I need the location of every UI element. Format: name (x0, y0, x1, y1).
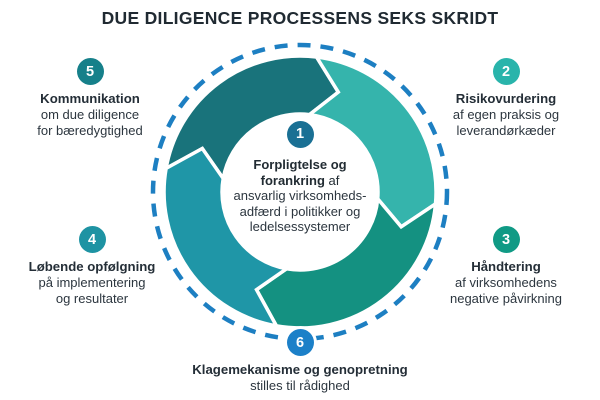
step-5-heading: Kommunikation (40, 91, 140, 106)
step-1-badge: 1 (286, 121, 314, 148)
step-6-line: stilles til rådighed (250, 378, 350, 393)
step-6-heading: Klagemekanisme og genopretning (192, 362, 408, 377)
step-2: 2 Risikovurdering af egen praksis og lev… (422, 58, 590, 139)
step-1-heading-rest: af (324, 172, 340, 188)
step-3-heading: Håndtering (471, 259, 541, 274)
step-4: 4 Løbende opfølgning på implementering o… (8, 226, 176, 307)
step-3-badge: 3 (492, 226, 520, 253)
step-1-heading-line2: forankring af (212, 173, 388, 189)
step-2-line: leverandørkæder (456, 123, 556, 138)
step-3-line: af virksomhedens (455, 275, 557, 290)
cycle-arrow-bottom-left (162, 146, 291, 329)
page-title: DUE DILIGENCE PROCESSENS SEKS SKRIDT (101, 8, 499, 28)
step-1-heading-bold: forankring (260, 172, 325, 188)
step-1-line: ledelsessystemer (249, 219, 351, 234)
step-2-line: af egen praksis og (452, 107, 560, 122)
step-4-badge: 4 (78, 226, 106, 253)
step-6-badge: 6 (286, 329, 314, 356)
step-1: 1 Forpligtelse og forankring af ansvarli… (212, 121, 388, 235)
step-3-line: negative påvirkning (449, 291, 563, 306)
step-4-line: og resultater (55, 291, 129, 306)
step-5-line: for bæredygtighed (37, 123, 143, 138)
step-4-heading: Løbende opfølgning (28, 259, 156, 274)
step-4-line: på implementering (38, 275, 146, 290)
step-1-line: adfærd i politikker og (239, 203, 361, 219)
step-5-badge: 5 (76, 58, 104, 85)
step-2-heading: Risikovurdering (455, 91, 557, 106)
step-6: 6 Klagemekanisme og genopretning stilles… (140, 329, 460, 394)
step-5: 5 Kommunikation om due diligence for bær… (10, 58, 170, 139)
step-5-line: om due diligence (40, 107, 140, 122)
center-circle (225, 117, 375, 267)
step-1-line: ansvarlig virksomheds- (233, 188, 367, 203)
step-3: 3 Håndtering af virksomhedens negative p… (420, 226, 592, 307)
step-1-heading-line1: Forpligtelse og (253, 157, 347, 172)
step-2-badge: 2 (492, 58, 520, 85)
